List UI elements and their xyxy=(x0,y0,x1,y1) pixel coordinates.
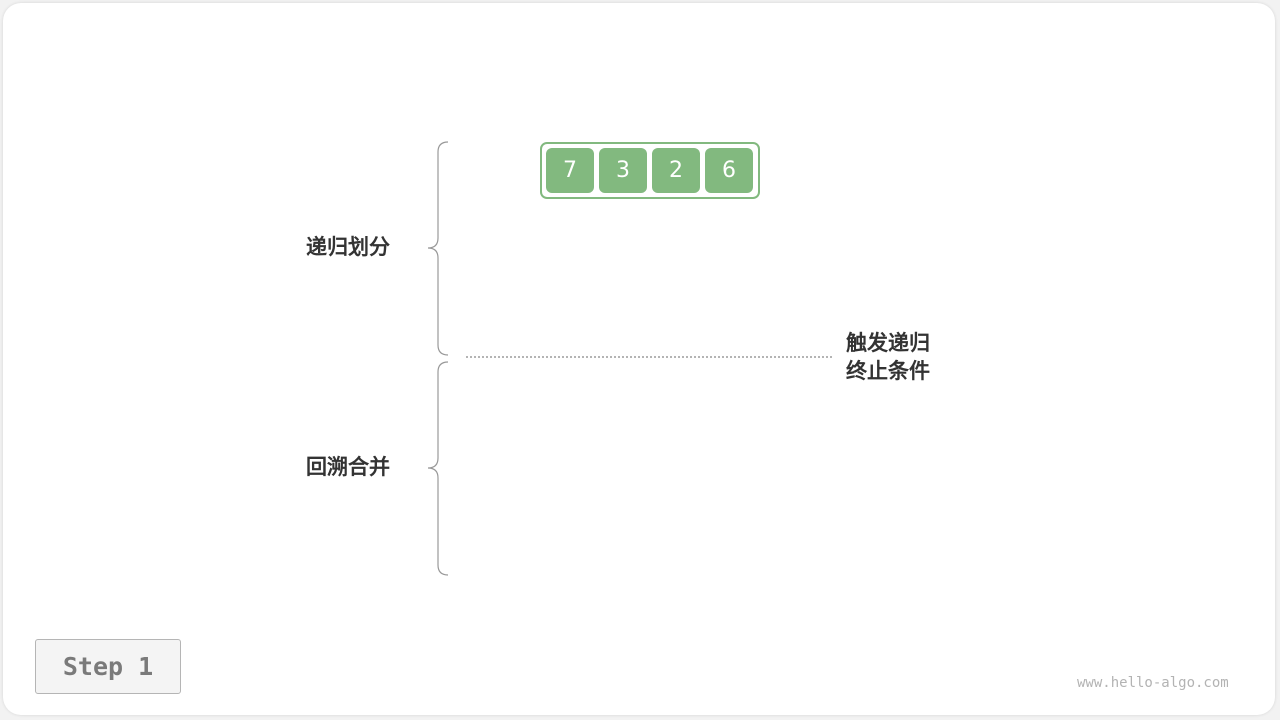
diagram-canvas: 7 3 2 6 递归划分 回溯合并 触发递归 终止条件 Step 1 www.h… xyxy=(3,3,1275,715)
array-cell: 2 xyxy=(652,148,700,193)
termination-label-line2: 终止条件 xyxy=(846,359,930,383)
step-indicator: Step 1 xyxy=(35,639,181,694)
array-frame: 7 3 2 6 xyxy=(540,142,760,199)
recursive-divide-label: 递归划分 xyxy=(306,235,390,259)
termination-label-line1: 触发递归 xyxy=(846,331,930,355)
array-cell: 6 xyxy=(705,148,753,193)
backtrack-merge-label: 回溯合并 xyxy=(306,455,390,479)
array-cell: 7 xyxy=(546,148,594,193)
watermark: www.hello-algo.com xyxy=(1077,675,1229,691)
braces-svg xyxy=(427,141,833,576)
divide-brace xyxy=(427,141,449,356)
merge-brace xyxy=(427,361,449,576)
termination-condition-label: 触发递归 终止条件 xyxy=(846,329,930,385)
array-cell: 3 xyxy=(599,148,647,193)
